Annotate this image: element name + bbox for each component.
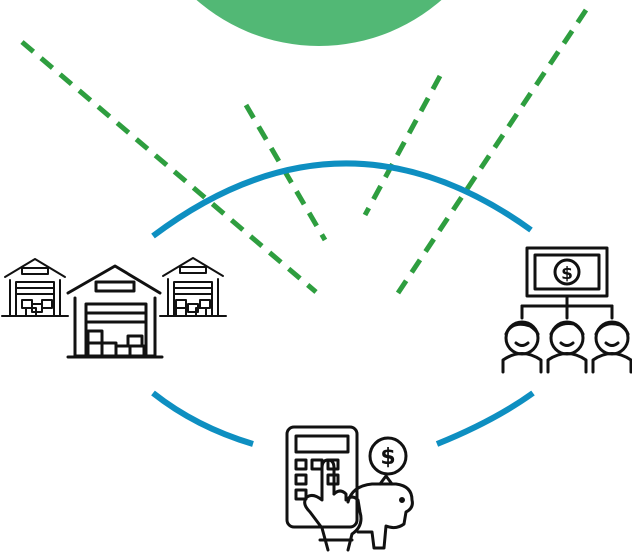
blue-arc [151, 160, 535, 447]
dashed-line-right [395, 8, 589, 295]
hand-pressing [303, 458, 363, 552]
dashed-lines [20, 8, 589, 295]
arc-bottom-left [151, 390, 254, 447]
coin [368, 436, 408, 476]
warehouse-small-left [1, 258, 69, 317]
warehouse-large-center [66, 264, 164, 359]
arc-bottom-right [435, 390, 535, 447]
org-connectors [520, 294, 614, 320]
payroll-team-icon: $ [501, 246, 632, 374]
banknote-dollar-symbol: $ [561, 264, 573, 284]
warehouse-small-right [159, 257, 227, 317]
arc-top [151, 160, 533, 239]
person-left [501, 320, 543, 374]
dashed-line-center-right [362, 74, 443, 217]
person-center [546, 320, 588, 374]
person-right [591, 320, 632, 374]
dashed-line-left [20, 40, 318, 294]
warehouse-icon [1, 257, 227, 359]
calculator-piggy-bank-icon: $ [285, 425, 414, 552]
top-green-circle [196, 0, 442, 46]
coin-dollar-symbol: $ [380, 445, 395, 470]
piggy-bank [346, 474, 414, 550]
